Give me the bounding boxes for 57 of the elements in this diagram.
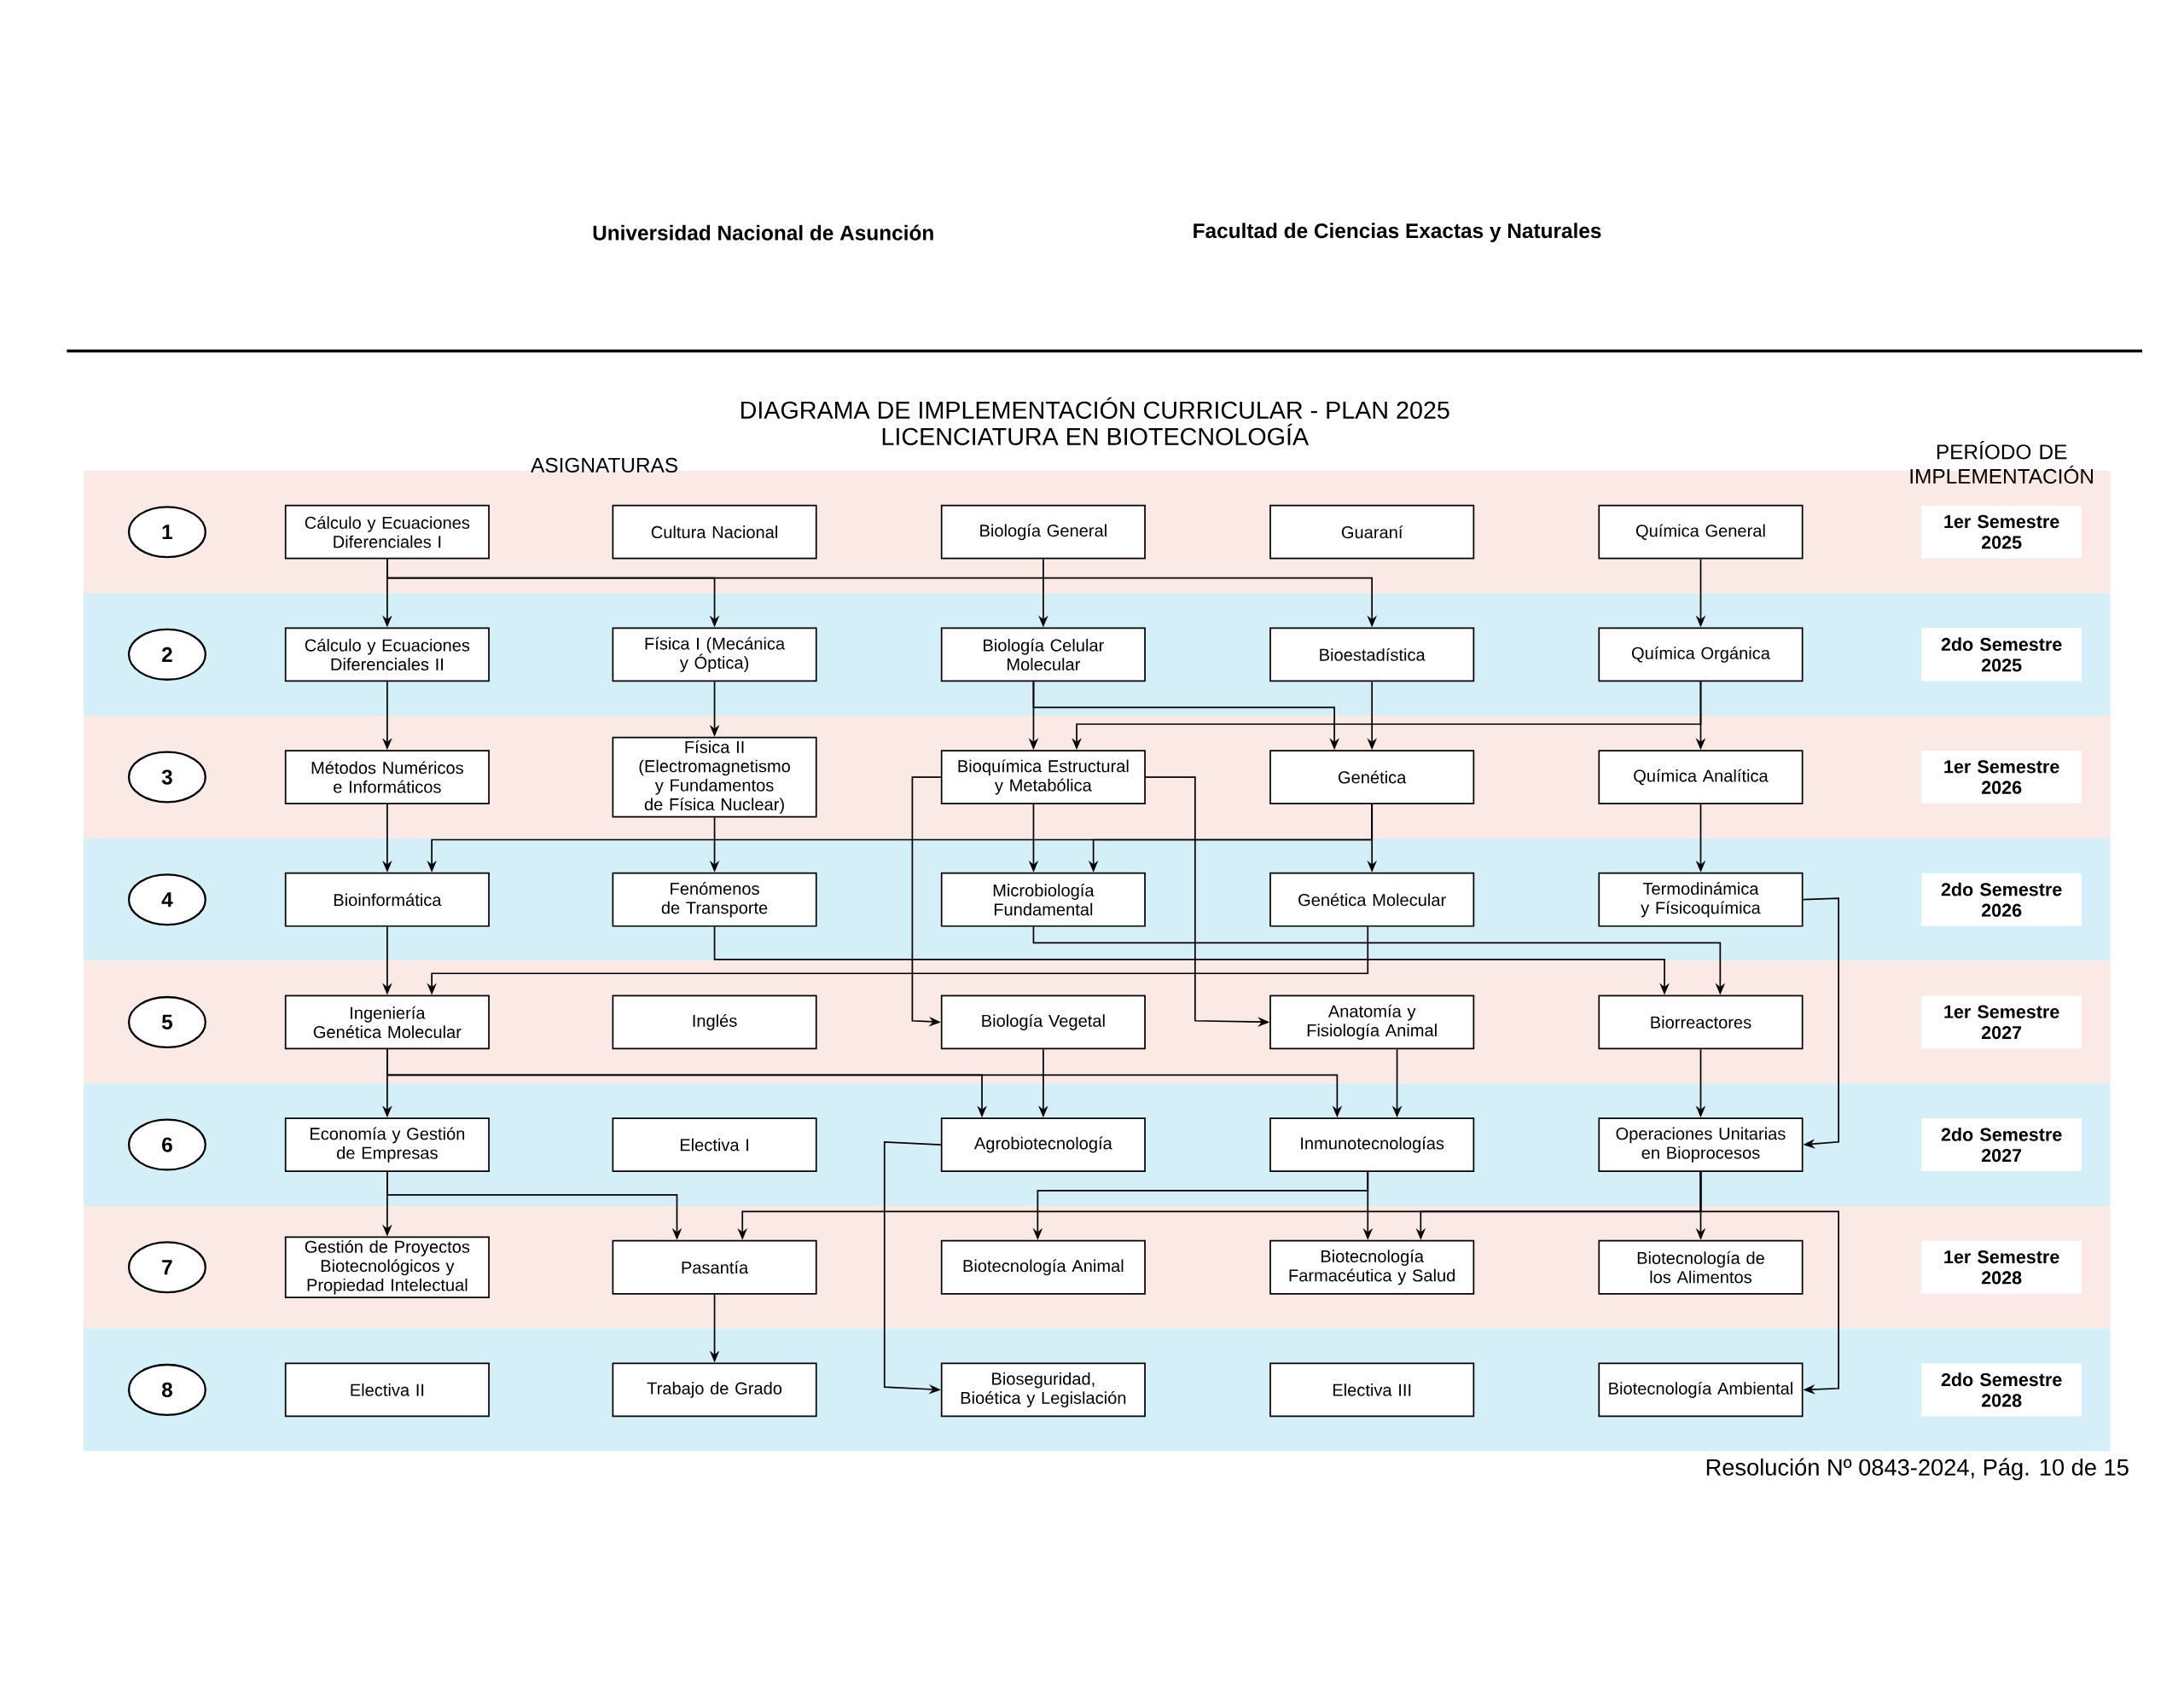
course-box: Química Orgánica: [1598, 627, 1804, 682]
course-box: Electiva II: [284, 1362, 490, 1418]
course-box: Biología Celular Molecular: [940, 627, 1146, 682]
course-box: Biotecnología de los Alimentos: [1598, 1239, 1804, 1295]
course-box: Genética: [1269, 750, 1475, 805]
course-box: Biotecnología Ambiental: [1598, 1362, 1804, 1418]
course-box: Bioseguridad, Bioética y Legislación: [940, 1362, 1146, 1418]
course-box: Microbiología Fundamental: [940, 872, 1146, 927]
semester-box: 1er Semestre 2026: [1921, 751, 2082, 804]
course-box: Biorreactores: [1598, 995, 1804, 1050]
column-heading: PERÍODO DE IMPLEMENTACIÓN: [1910, 441, 2093, 484]
course-box: Inmunotecnologías: [1269, 1117, 1475, 1173]
arrow: [1802, 897, 1839, 1149]
course-box: Bioinformática: [284, 872, 490, 927]
course-box: Agrobiotecnología: [940, 1117, 1146, 1173]
course-box: Electiva I: [612, 1117, 817, 1173]
semester-box: 1er Semestre 2025: [1921, 505, 2082, 559]
course-box: Anatomía y Fisiología Animal: [1269, 995, 1475, 1050]
page-reference: Resolución Nº 0843-2024, Pág. 10 de 15: [1706, 1458, 2129, 1481]
course-box: Electiva III: [1269, 1362, 1475, 1418]
course-box: Ingeniería Genética Molecular: [284, 995, 490, 1050]
course-box: Fenómenos de Transporte: [612, 872, 817, 927]
course-box: Cultura Nacional: [612, 504, 817, 560]
semester-box: 1er Semestre 2028: [1921, 1240, 2082, 1294]
header-text: Universidad Nacional de Asunción: [593, 224, 933, 241]
course-box: Física I (Mecánica y Óptica): [612, 627, 817, 682]
course-box: Métodos Numéricos e Informáticos: [284, 750, 490, 805]
semester-box: 1er Semestre 2027: [1921, 995, 2082, 1049]
course-box: Bioestadística: [1269, 627, 1475, 682]
course-box: Genética Molecular: [1269, 872, 1475, 927]
arrow: [1699, 1171, 1839, 1395]
course-box: Biotecnología Farmacéutica y Salud: [1269, 1239, 1475, 1295]
course-box: Guaraní: [1269, 504, 1475, 560]
course-box: Cálculo y Ecuaciones Diferenciales I: [284, 504, 490, 560]
course-box: Operaciones Unitarias en Bioprocesos: [1598, 1117, 1804, 1173]
semester-box: 2do Semestre 2025: [1921, 628, 2082, 682]
title: DIAGRAMA DE IMPLEMENTACIÓN CURRICULAR - PLAN 2025: [741, 397, 1449, 420]
course-box: Química Analítica: [1598, 750, 1804, 805]
header-text: Facultad de Ciencias Exactas y Naturales: [1194, 223, 1601, 243]
course-box: Gestión de Proyectos Biotecnológicos y Propiedad Intelectual: [284, 1236, 490, 1298]
course-box: Química General: [1598, 504, 1804, 560]
semester-box: 2do Semestre 2028: [1921, 1363, 2082, 1417]
subtitle: LICENCIATURA EN BIOTECNOLOGÍA: [882, 423, 1310, 446]
course-box: Física II (Electromagnetismo y Fundamentos de Física Nuclear): [612, 736, 817, 818]
course-box: Biología General: [940, 504, 1146, 560]
column-heading: ASIGNATURAS: [531, 457, 677, 473]
course-box: Biología Vegetal: [940, 995, 1146, 1050]
semester-box: 2do Semestre 2027: [1921, 1118, 2082, 1172]
semester-box: 2do Semestre 2026: [1921, 873, 2082, 926]
course-box: Trabajo de Grado: [612, 1362, 817, 1418]
course-box: Biotecnología Animal: [940, 1239, 1146, 1295]
course-box: Cálculo y Ecuaciones Diferenciales II: [284, 627, 490, 682]
course-box: Economía y Gestión de Empresas: [284, 1117, 490, 1173]
course-box: Pasantía: [612, 1239, 817, 1295]
course-box: Termodinámica y Físicoquímica: [1598, 872, 1804, 927]
course-box: Bioquímica Estructural y Metabólica: [940, 750, 1146, 805]
course-box: Inglés: [612, 995, 817, 1050]
